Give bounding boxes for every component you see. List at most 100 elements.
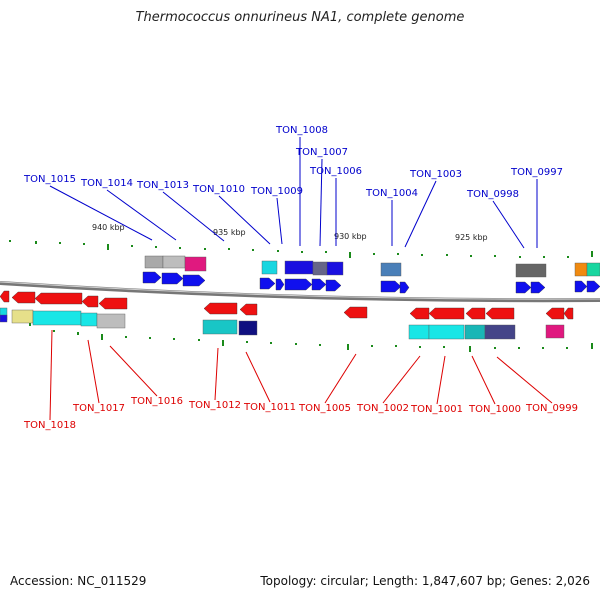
scale-ticks-top	[9, 240, 593, 258]
gene-arrow	[428, 307, 465, 320]
gene-arrow	[574, 280, 588, 293]
gene-arrow	[161, 272, 184, 285]
annotation-box	[202, 319, 238, 335]
forward-gene-label: TON_1013	[136, 180, 189, 191]
forward-gene-label: TON_1006	[309, 166, 362, 177]
annotation-box	[515, 263, 547, 278]
forward-gene-label: TON_0998	[466, 189, 519, 200]
reverse-gene-label: TON_1002	[356, 403, 409, 414]
gene-arrow	[485, 307, 515, 320]
gene-arrow	[259, 277, 276, 290]
genome-backbone-highlight	[0, 281, 600, 300]
forward-gene-label: TON_1015	[23, 174, 76, 185]
label-leader	[492, 200, 525, 249]
label-leader	[436, 355, 446, 405]
annotation-box	[574, 262, 588, 277]
gene-arrow	[545, 307, 565, 320]
annotation-box	[0, 314, 8, 323]
label-leader	[87, 339, 100, 404]
reverse-gene-label: TON_1018	[23, 420, 76, 431]
gene-arrow	[34, 292, 83, 305]
gene-arrow	[515, 281, 532, 294]
annotation-boxes	[0, 255, 600, 340]
annotation-box	[545, 324, 565, 339]
annotation-box	[464, 324, 486, 340]
label-leader	[245, 351, 271, 403]
reverse-gene-label: TON_1000	[468, 404, 521, 415]
reverse-gene-label: TON_1001	[410, 404, 463, 415]
gene-arrows	[0, 271, 600, 320]
label-leader	[214, 347, 219, 401]
gene-arrow	[530, 281, 546, 294]
label-leader	[218, 195, 271, 245]
annotation-box	[380, 262, 402, 277]
label-leader	[382, 355, 421, 404]
gene-arrow	[399, 281, 410, 294]
gene-arrow	[325, 279, 342, 292]
gene-arrow	[275, 278, 285, 291]
forward-gene-label: TON_1004	[365, 188, 418, 199]
annotation-box	[284, 260, 314, 275]
gene-arrow	[380, 280, 402, 293]
annotation-box	[312, 261, 328, 276]
gene-arrow	[182, 274, 206, 287]
label-leader	[162, 191, 225, 242]
annotation-box	[184, 256, 207, 272]
gene-arrow	[311, 278, 327, 291]
annotation-box	[408, 324, 430, 340]
gene-arrow	[284, 278, 313, 291]
gene-arrow	[0, 290, 10, 303]
label-leader	[324, 353, 357, 404]
reverse-gene-label: TON_1005	[298, 403, 351, 414]
label-leader	[471, 355, 496, 405]
gene-arrow	[586, 280, 600, 293]
forward-gene-label: TON_1010	[192, 184, 245, 195]
gene-arrow	[563, 307, 574, 320]
annotation-box	[80, 312, 98, 327]
forward-gene-label: TON_0997	[510, 167, 563, 178]
label-leader	[496, 356, 553, 404]
annotation-box	[96, 313, 126, 329]
gene-arrow	[239, 303, 258, 316]
gene-arrow	[142, 271, 162, 284]
accession-text: Accession: NC_011529	[10, 574, 147, 588]
annotation-box	[144, 255, 164, 269]
scale-label: 935 kbp	[213, 228, 246, 237]
annotation-box	[586, 262, 600, 277]
label-leader	[106, 189, 177, 241]
annotation-box	[32, 310, 82, 326]
genome-title: Thermococcus onnurineus NA1, complete ge…	[135, 10, 465, 25]
annotation-box	[326, 261, 344, 276]
label-leaders	[49, 137, 553, 421]
forward-gene-label: TON_1008	[275, 125, 328, 136]
annotation-box	[238, 320, 258, 336]
scale-label: 925 kbp	[455, 233, 488, 242]
reverse-gene-label: TON_1016	[130, 396, 183, 407]
gene-arrow	[409, 307, 430, 320]
annotation-box	[11, 309, 34, 324]
genome-backbone	[0, 281, 600, 303]
gene-arrow	[203, 302, 238, 315]
label-leader	[49, 329, 53, 421]
forward-gene-label: TON_1003	[409, 169, 462, 180]
forward-gene-label: TON_1007	[295, 147, 348, 158]
label-leader	[109, 345, 158, 397]
scale-ticks-bottom	[5, 320, 593, 352]
label-leader	[319, 158, 323, 247]
scale-labels: 940 kbp 935 kbp 930 kbp 925 kbp	[92, 223, 488, 242]
scale-label: 930 kbp	[334, 232, 367, 241]
annotation-box	[162, 255, 186, 269]
annotation-box	[261, 260, 278, 275]
gene-arrow	[81, 295, 99, 308]
forward-gene-label: TON_1009	[250, 186, 303, 197]
annotation-box	[484, 324, 516, 340]
topology-text: Topology: circular; Length: 1,847,607 bp…	[260, 574, 590, 588]
reverse-gene-label: TON_1012	[188, 400, 241, 411]
label-leader	[404, 180, 437, 248]
reverse-gene-label: TON_0999	[525, 403, 578, 414]
reverse-gene-label: TON_1017	[72, 403, 125, 414]
scale-label: 940 kbp	[92, 223, 125, 232]
label-leader	[276, 197, 283, 245]
